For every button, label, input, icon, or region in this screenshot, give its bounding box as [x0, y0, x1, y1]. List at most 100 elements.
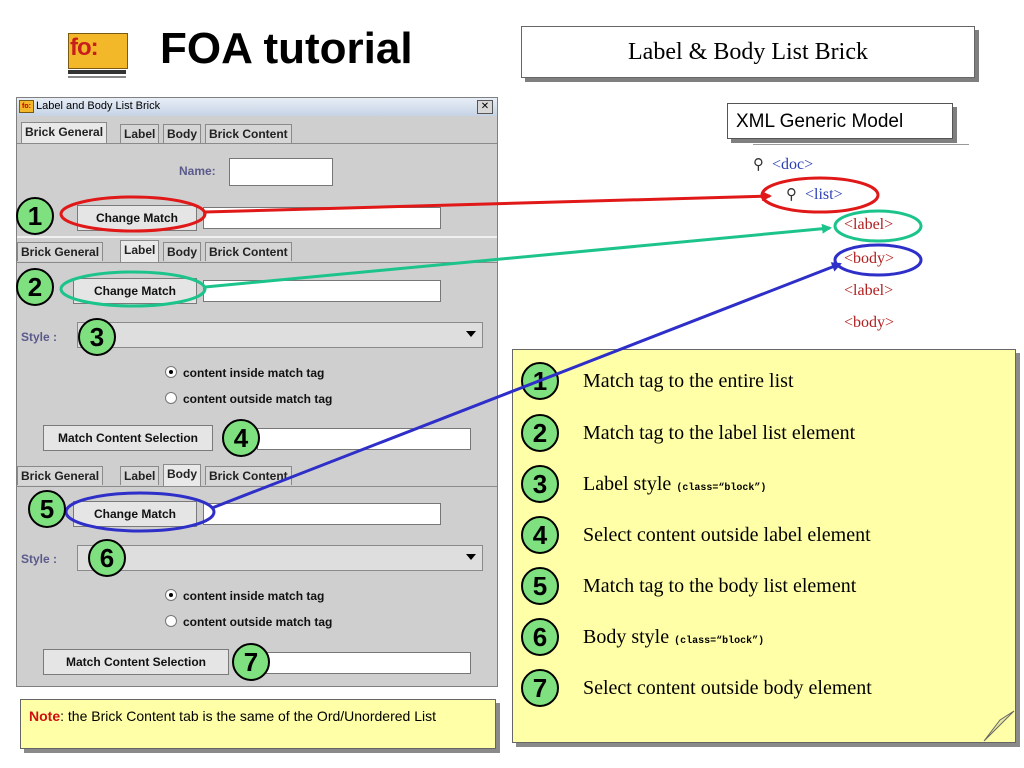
style-dropdown-body[interactable]: [77, 545, 483, 571]
logo-badge: [68, 33, 128, 69]
tab-body[interactable]: Body: [163, 124, 201, 143]
explanation-marker-3: 3: [521, 465, 559, 503]
explanation-marker-4: 4: [521, 516, 559, 554]
explanation-marker-7: 7: [521, 669, 559, 707]
highlight-ellipse-5: [64, 491, 216, 533]
tab-brick-general[interactable]: Brick General: [17, 242, 104, 261]
tab-divider: [17, 262, 497, 263]
brick-dialog: fo: Label and Body List Brick ✕ Brick Ge…: [16, 97, 498, 687]
radio-selected-icon: [165, 589, 177, 601]
tab-body[interactable]: Body: [163, 464, 201, 486]
change-match-button-body[interactable]: Change Match: [73, 501, 197, 527]
radio-inside-text: content inside match tag: [183, 589, 325, 603]
chevron-down-icon: [466, 331, 476, 337]
tabbar-brick-general: Brick General Label Body Brick Content: [17, 122, 497, 144]
radio-inside-body[interactable]: content inside match tag: [165, 589, 324, 603]
xml-node-label-2[interactable]: <label>: [844, 282, 894, 299]
marker-6: 6: [88, 539, 126, 577]
marker-7: 7: [232, 643, 270, 681]
highlight-xml-label: [833, 209, 923, 243]
explanation-text-2: Match tag to the label list element: [583, 422, 856, 444]
match-content-selection-button-body[interactable]: Match Content Selection: [43, 649, 229, 675]
explanation-line-6: Body style (class=“block”): [583, 626, 764, 649]
dialog-title: Label and Body List Brick: [36, 100, 161, 112]
xml-node-doc[interactable]: ⚲<doc>: [753, 155, 814, 173]
xml-node-body-2[interactable]: <body>: [844, 314, 895, 331]
explanation-text-6: Body style: [583, 626, 675, 648]
highlight-ellipse-1: [59, 195, 207, 233]
tabbar-body: Brick General Label Body Brick Content: [17, 464, 497, 486]
xml-node-label[interactable]: <label>: [844, 216, 894, 233]
radio-outside-text: content outside match tag: [183, 392, 333, 406]
tabbar-label: Brick General Label Body Brick Content: [17, 240, 497, 262]
highlight-xml-list: [760, 176, 880, 214]
xml-model-title: XML Generic Model: [736, 111, 904, 132]
tab-brick-content[interactable]: Brick Content: [205, 242, 292, 261]
radio-selected-icon: [165, 366, 177, 378]
tab-body[interactable]: Body: [163, 242, 201, 261]
explanation-text-7: Select content outside body element: [583, 677, 872, 699]
tab-label[interactable]: Label: [120, 466, 160, 485]
radio-inside-text: content inside match tag: [183, 366, 325, 380]
explanation-marker-5: 5: [521, 567, 559, 605]
radio-inside-label[interactable]: content inside match tag: [165, 366, 324, 380]
xml-node-list[interactable]: ⚲<list>: [786, 185, 843, 203]
explanation-marker-2: 2: [521, 414, 559, 452]
tab-divider: [17, 143, 497, 144]
change-match-button-label[interactable]: Change Match: [73, 278, 197, 304]
slide-title-box: Label & Body List Brick: [521, 26, 975, 78]
xml-node-body[interactable]: <body>: [844, 250, 895, 267]
logo-underline-shadow: [68, 76, 126, 78]
note-fold-corner: [983, 710, 1015, 742]
marker-1: 1: [16, 197, 54, 235]
name-label: Name:: [179, 164, 216, 178]
marker-4: 4: [222, 419, 260, 457]
match-content-selection-button-label[interactable]: Match Content Selection: [43, 425, 213, 451]
chevron-down-icon: [466, 554, 476, 560]
radio-outside-body[interactable]: content outside match tag: [165, 615, 332, 629]
marker-3: 3: [78, 318, 116, 356]
dialog-titlebar: fo: Label and Body List Brick ✕: [17, 98, 497, 116]
tab-brick-general[interactable]: Brick General: [17, 466, 104, 485]
xml-model-title-box: XML Generic Model: [727, 103, 953, 139]
page-title: FOA tutorial: [160, 24, 413, 73]
style-dropdown-label[interactable]: [77, 322, 483, 348]
tab-label[interactable]: Label: [120, 240, 160, 262]
match-field-body[interactable]: [203, 503, 441, 525]
explanation-text-3: Label style: [583, 473, 677, 495]
bottom-note: Note: the Brick Content tab is the same …: [20, 699, 496, 749]
explanation-text-5: Match tag to the body list element: [583, 575, 857, 597]
tab-brick-content[interactable]: Brick Content: [205, 124, 292, 143]
explanation-marker-1: 1: [521, 362, 559, 400]
panel-separator: [17, 236, 497, 238]
radio-outside-text: content outside match tag: [183, 615, 333, 629]
tab-label[interactable]: Label: [120, 124, 160, 143]
explanation-code-6: (class=“block”): [674, 636, 765, 647]
arrow-2: [204, 223, 832, 289]
arrow-1: [204, 191, 772, 214]
radio-outside-label[interactable]: content outside match tag: [165, 392, 332, 406]
explanation-text-4: Select content outside label element: [583, 524, 871, 546]
app-icon: fo:: [19, 100, 34, 113]
marker-5: 5: [28, 490, 66, 528]
name-field[interactable]: [229, 158, 333, 186]
close-button[interactable]: ✕: [477, 100, 493, 114]
explanation-marker-6: 6: [521, 618, 559, 656]
logo-text: fo:: [70, 34, 99, 61]
highlight-xml-body: [833, 243, 923, 277]
radio-unselected-icon: [165, 615, 177, 627]
tab-brick-content[interactable]: Brick Content: [205, 466, 292, 485]
note-text: : the Brick Content tab is the same of t…: [60, 708, 436, 724]
tab-divider: [17, 486, 497, 487]
tab-brick-general[interactable]: Brick General: [21, 122, 108, 144]
pin-icon: ⚲: [786, 185, 797, 203]
note-key: Note: [29, 708, 61, 724]
marker-2: 2: [16, 268, 54, 306]
explanation-panel: 1 Match tag to the entire list 2 Match t…: [512, 349, 1016, 743]
explanation-code-3: (class=“block”): [676, 483, 767, 494]
xml-model-divider: [753, 144, 969, 145]
highlight-ellipse-2: [59, 270, 207, 308]
explanation-line-3: Label style (class=“block”): [583, 473, 766, 496]
arrow-5: [211, 262, 842, 510]
